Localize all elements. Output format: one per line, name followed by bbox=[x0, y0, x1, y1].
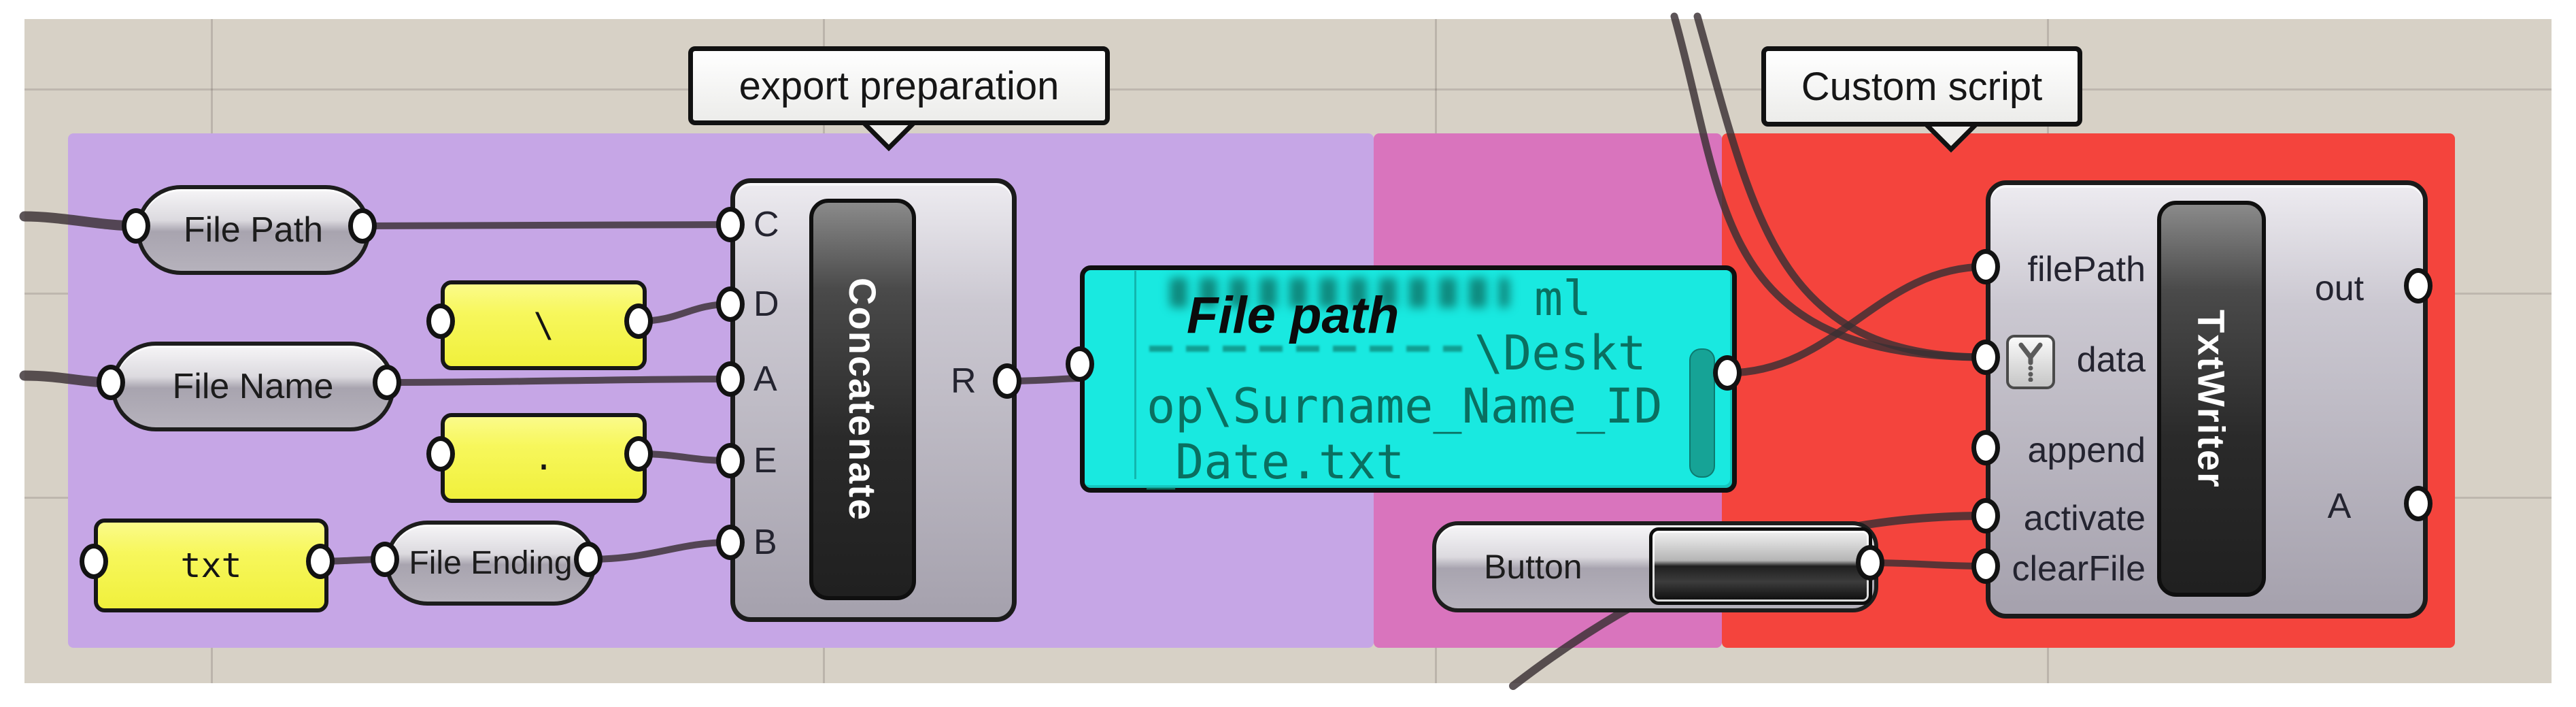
param-file-name-label: File Name bbox=[172, 367, 334, 406]
path-line1-suffix: ml bbox=[1534, 271, 1592, 327]
port-panel-out[interactable] bbox=[1713, 355, 1742, 391]
port-txtwriter-append[interactable] bbox=[1971, 430, 2000, 465]
port-concatenate-a[interactable] bbox=[716, 361, 745, 397]
port-txtwriter-data[interactable] bbox=[1971, 340, 2000, 375]
panel-backslash[interactable]: \ bbox=[441, 280, 647, 370]
panel-txt[interactable]: txt bbox=[94, 519, 328, 612]
concatenate-output-r: R bbox=[951, 361, 977, 401]
redacted-text-blur bbox=[1170, 278, 1510, 308]
port-concatenate-r[interactable] bbox=[993, 363, 1021, 399]
port-file-ending-out[interactable] bbox=[574, 542, 603, 577]
concatenate-input-c: C bbox=[753, 205, 779, 244]
port-backslash-out[interactable] bbox=[624, 303, 653, 339]
txtwriter-input-clearfile: clearFile bbox=[2012, 549, 2146, 589]
port-txtwriter-out[interactable] bbox=[2404, 268, 2433, 303]
panel-margin-line bbox=[1134, 271, 1136, 479]
port-concatenate-c[interactable] bbox=[716, 207, 745, 242]
param-file-ending[interactable]: File Ending bbox=[385, 521, 596, 606]
concatenate-input-d: D bbox=[753, 284, 779, 324]
panel-scrollbar[interactable] bbox=[1689, 348, 1715, 478]
port-concatenate-b[interactable] bbox=[716, 525, 745, 560]
port-concatenate-e[interactable] bbox=[716, 443, 745, 478]
panel-dot-text: . bbox=[533, 438, 554, 478]
button-label: Button bbox=[1484, 548, 1582, 586]
txtwriter-name-pill[interactable]: TxtWriter bbox=[2157, 201, 2266, 597]
tooltip-custom-script[interactable]: Custom script bbox=[1761, 46, 2082, 127]
port-dot-out[interactable] bbox=[624, 436, 653, 472]
tooltip-custom-script-label: Custom script bbox=[1801, 64, 2043, 109]
panel-dot[interactable]: . bbox=[441, 413, 647, 503]
port-file-path-out[interactable] bbox=[348, 208, 377, 244]
panel-backslash-text: \ bbox=[533, 306, 554, 345]
concatenate-input-b: B bbox=[753, 523, 777, 562]
grid-line bbox=[24, 88, 2552, 91]
txtwriter-input-append: append bbox=[2027, 431, 2146, 470]
concatenate-name-pill[interactable]: Concatenate bbox=[809, 199, 916, 600]
port-txt-in[interactable] bbox=[80, 544, 108, 579]
port-txtwriter-filepath[interactable] bbox=[1971, 249, 2000, 284]
port-panel-in[interactable] bbox=[1066, 346, 1094, 382]
txtwriter-input-data: data bbox=[2076, 340, 2146, 380]
txtwriter-name-label: TxtWriter bbox=[2190, 309, 2233, 489]
port-file-name-out[interactable] bbox=[373, 365, 401, 400]
port-file-name-in[interactable] bbox=[97, 365, 125, 400]
path-line2-suffix: \Deskt bbox=[1474, 325, 1646, 381]
tooltip-export-preparation[interactable]: export preparation bbox=[688, 46, 1110, 125]
param-file-path-label: File Path bbox=[183, 210, 324, 250]
redacted-text-dashes bbox=[1149, 346, 1462, 352]
port-txt-out[interactable] bbox=[306, 544, 335, 579]
path-line4: _Date.txt bbox=[1147, 434, 1405, 490]
txtwriter-output-out: out bbox=[2314, 269, 2365, 308]
port-txtwriter-a[interactable] bbox=[2404, 486, 2433, 521]
port-txtwriter-activate[interactable] bbox=[1971, 498, 2000, 533]
button-press-area[interactable] bbox=[1649, 527, 1872, 605]
port-backslash-in[interactable] bbox=[426, 303, 455, 339]
path-line3: op\Surname_Name_ID bbox=[1147, 378, 1663, 434]
concatenate-name-label: Concatenate bbox=[841, 277, 884, 522]
txtwriter-input-activate: activate bbox=[2023, 499, 2146, 538]
concatenate-input-a: A bbox=[753, 359, 777, 399]
tooltip-export-preparation-label: export preparation bbox=[739, 63, 1060, 108]
port-txtwriter-clearfile[interactable] bbox=[1971, 548, 2000, 584]
txtwriter-output-a: A bbox=[2327, 487, 2352, 526]
port-concatenate-d[interactable] bbox=[716, 286, 745, 322]
port-file-ending-in[interactable] bbox=[371, 542, 399, 577]
port-button-out[interactable] bbox=[1856, 545, 1884, 580]
file-path-annotation: File path bbox=[1187, 286, 1400, 344]
param-file-name[interactable]: File Name bbox=[111, 342, 395, 431]
panel-txt-text: txt bbox=[180, 546, 242, 585]
concatenate-input-e: E bbox=[753, 441, 777, 480]
zipper-icon bbox=[2006, 335, 2055, 389]
txtwriter-input-filepath: filePath bbox=[2027, 250, 2146, 289]
port-dot-in[interactable] bbox=[426, 436, 455, 472]
param-file-ending-label: File Ending bbox=[409, 545, 573, 581]
param-file-path[interactable]: File Path bbox=[136, 185, 371, 275]
port-file-path-in[interactable] bbox=[122, 208, 150, 244]
